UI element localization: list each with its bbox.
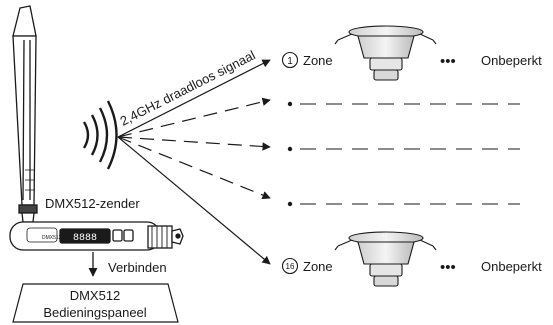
transmitter-label: DMX512-zender xyxy=(45,196,140,211)
ellipsis-dots: ••• xyxy=(440,53,456,70)
wireless-signal-icon xyxy=(82,100,118,170)
signal-ray-2 xyxy=(117,97,271,138)
downlight-icon xyxy=(334,231,437,287)
unlimited-label: Onbeperkt xyxy=(481,53,542,68)
control-panel-box xyxy=(12,283,179,323)
zone-number-badge xyxy=(281,51,299,69)
zone-number: 16 xyxy=(286,262,295,271)
antenna-icon xyxy=(12,5,38,223)
zone-1-row: 1 Zone ••• Onbeperkt xyxy=(281,51,542,70)
panel-title-line1: DMX512 xyxy=(70,288,121,303)
signal-ray-zone-1 xyxy=(117,59,271,138)
placeholder-row xyxy=(287,201,520,207)
placeholder-row xyxy=(287,146,520,152)
zone-label: Zone xyxy=(303,259,333,274)
zone-16-row: 16 Zone ••• Onbeperkt xyxy=(281,257,542,276)
transmitter-device-icon xyxy=(9,221,184,251)
signal-ray-4 xyxy=(117,136,271,200)
panel-title-line2: Bedieningspaneel xyxy=(43,305,146,320)
unlimited-label: Onbeperkt xyxy=(481,259,542,274)
placeholder-row xyxy=(287,101,520,107)
signal-ray-3 xyxy=(117,136,271,151)
zone-label: Zone xyxy=(303,53,333,68)
zone-number-badge xyxy=(281,257,299,275)
device-model-text: DMX512-SA xyxy=(42,235,70,241)
signal-ray-zone-16 xyxy=(117,136,271,265)
device-display-digits: 8888 xyxy=(73,233,97,244)
signal-label: 2,4GHz draadloos signaal xyxy=(118,47,258,128)
connect-label: Verbinden xyxy=(108,260,167,275)
zone-number: 1 xyxy=(287,56,293,67)
downlight-icon xyxy=(334,25,437,81)
ellipsis-dots: ••• xyxy=(440,259,456,276)
